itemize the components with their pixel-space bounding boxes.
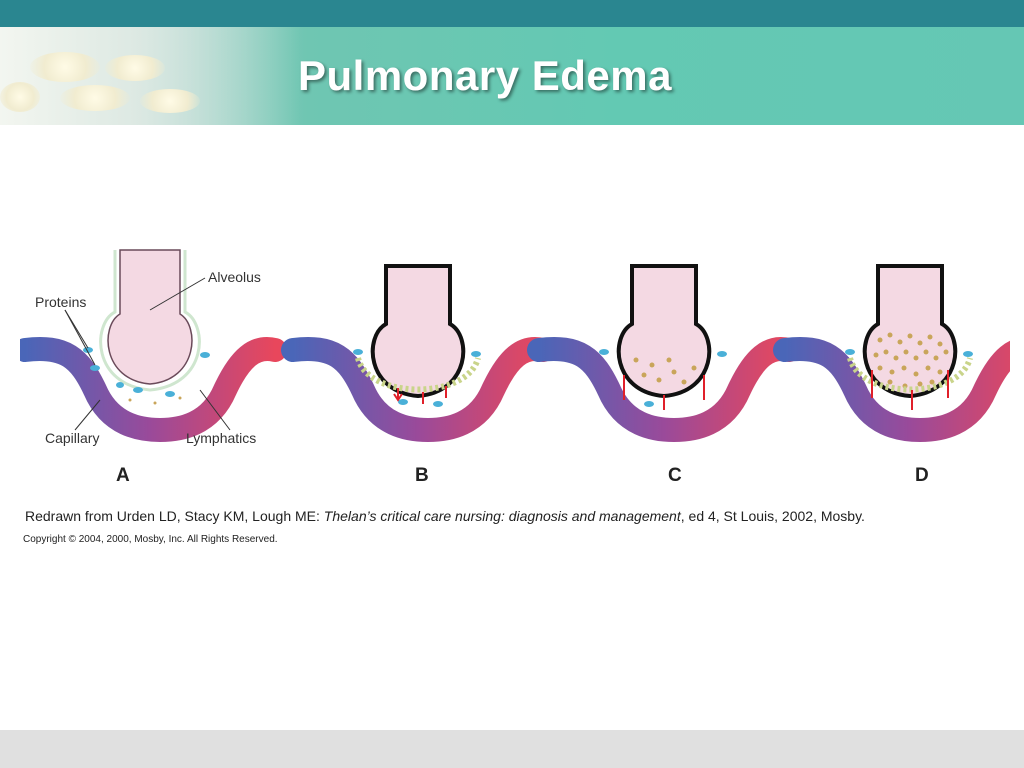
- panel-c: C: [539, 264, 789, 486]
- panel-label-a: A: [116, 465, 130, 486]
- pulmonary-edema-diagram: Alveolus Proteins Capillary Lymphatics A…: [20, 240, 1010, 490]
- title-banner: [0, 27, 1024, 125]
- panel-d: D: [785, 264, 1010, 486]
- slide-title: Pulmonary Edema: [298, 52, 672, 99]
- top-bar: [0, 0, 1024, 27]
- panel-label-c: C: [668, 465, 682, 486]
- citation-suffix: , ed 4, St Louis, 2002, Mosby.: [680, 508, 865, 524]
- diagram-svg: Alveolus Proteins Capillary Lymphatics A…: [20, 249, 1010, 486]
- panel-label-d: D: [915, 465, 929, 486]
- label-capillary: Capillary: [45, 430, 99, 446]
- operating-lamp-photo: [0, 27, 300, 125]
- panel-a: Alveolus Proteins Capillary Lymphatics A: [25, 249, 275, 486]
- panel-label-b: B: [415, 465, 429, 486]
- label-alveolus: Alveolus: [208, 269, 261, 285]
- citation-title: Thelan’s critical care nursing: diagnosi…: [323, 508, 681, 524]
- panel-b: B: [293, 264, 543, 486]
- copyright-notice: Copyright © 2004, 2000, Mosby, Inc. All …: [23, 534, 278, 545]
- label-lymphatics: Lymphatics: [186, 430, 256, 446]
- label-proteins: Proteins: [35, 294, 86, 310]
- citation-prefix: Redrawn from Urden LD, Stacy KM, Lough M…: [25, 508, 324, 524]
- citation: Redrawn from Urden LD, Stacy KM, Lough M…: [25, 508, 865, 524]
- footer-bar: [0, 730, 1024, 768]
